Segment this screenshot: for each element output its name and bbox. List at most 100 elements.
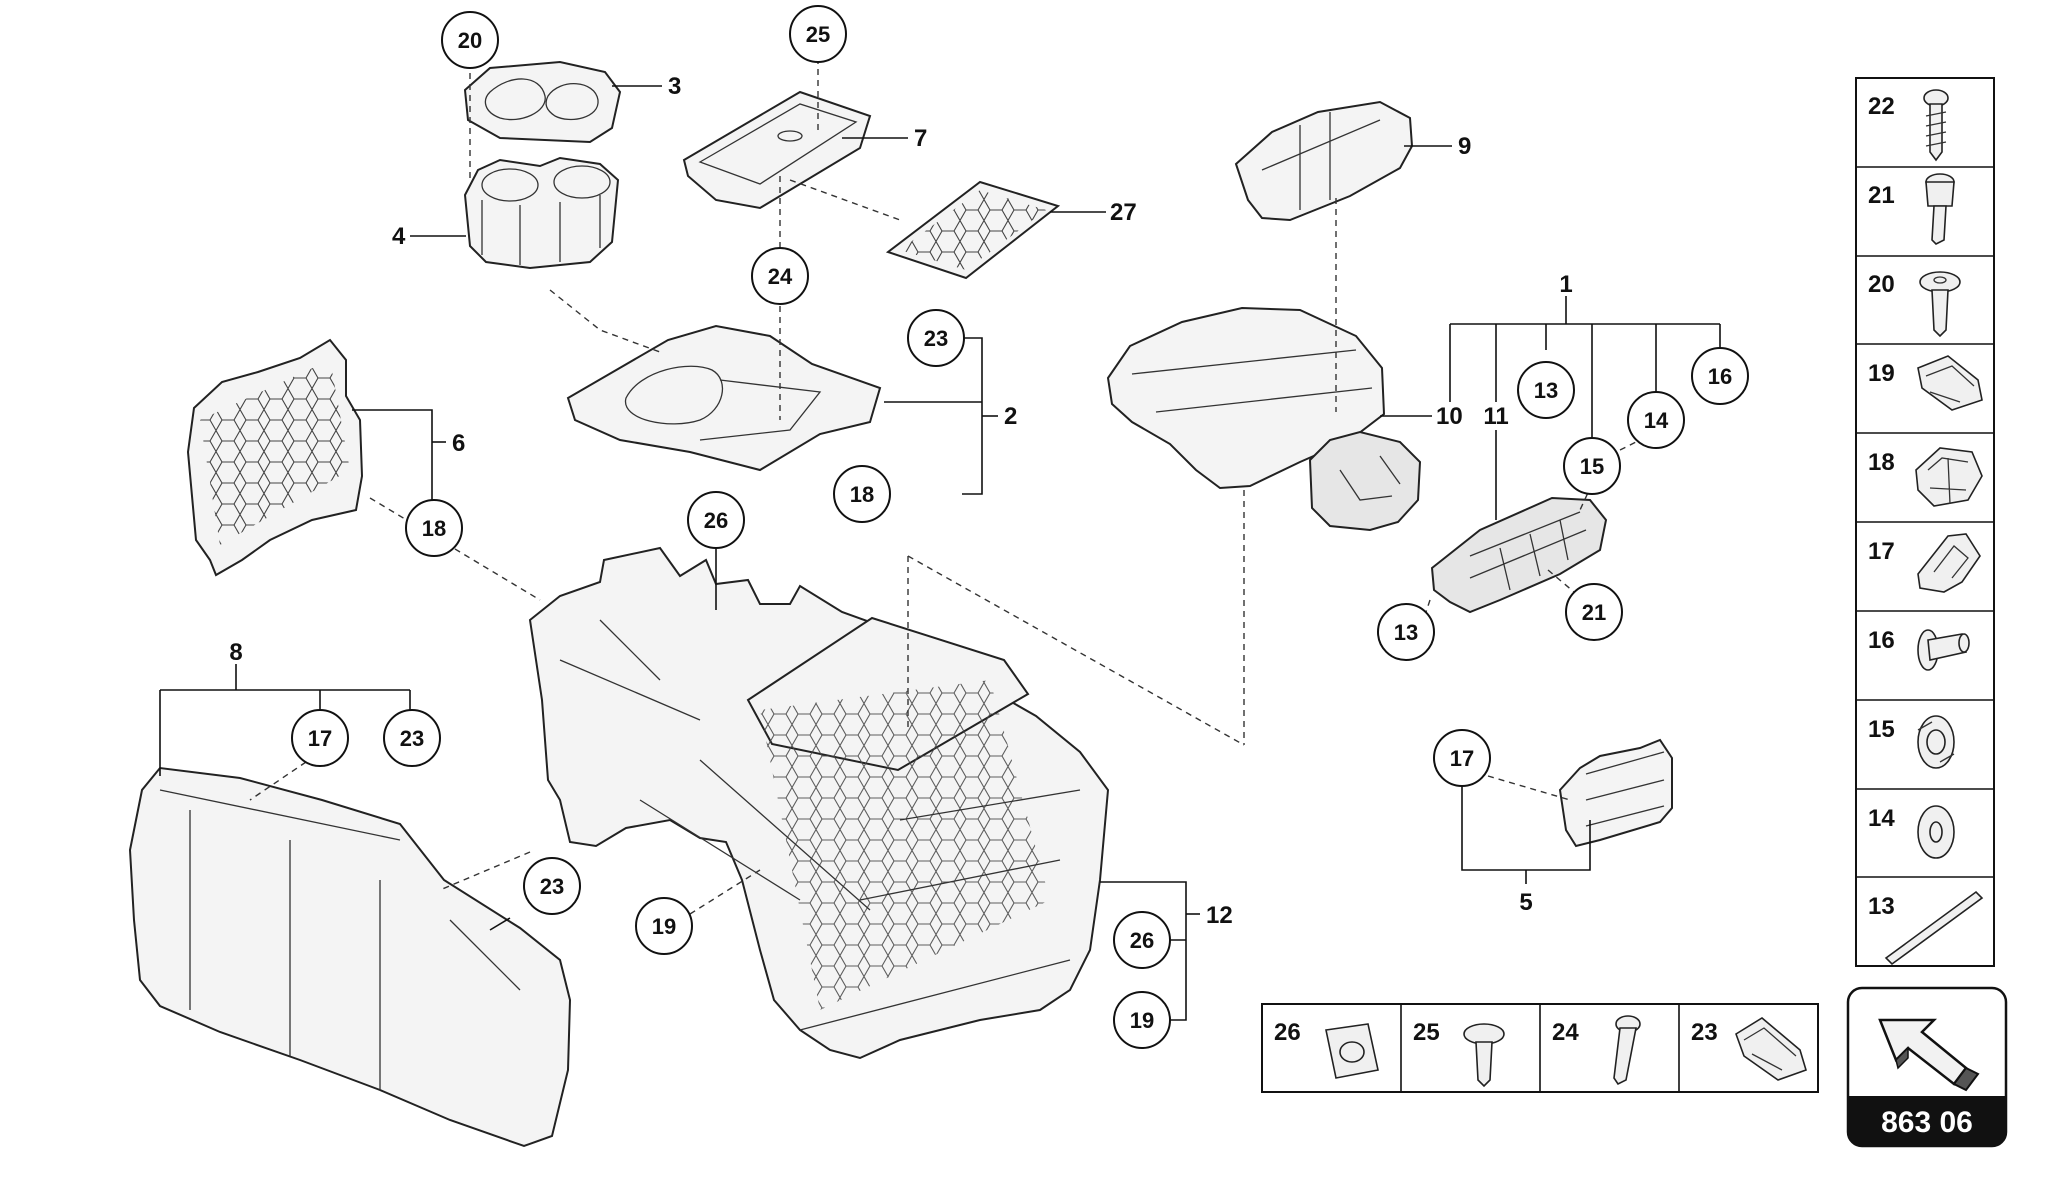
part-console-housing [528,546,1110,1060]
part-cupholder-insert [463,156,620,270]
label-1: 1 [1559,271,1572,298]
hardware-label-23: 23 [1691,1019,1718,1046]
callout-bubble-23: 23 [907,309,965,367]
part-cupholder-cover [463,60,622,144]
hardware-item-17: 17 [1868,533,1981,593]
hardware-item-21: 21 [1868,173,1955,245]
hardware-item-19: 19 [1868,355,1983,411]
callout-bubble-16: 16 [1691,347,1749,405]
label-12: 12 [1206,902,1233,929]
hardware-label-25: 25 [1413,1019,1440,1046]
callout-text-21: 21 [1582,600,1606,625]
label-27: 27 [1110,199,1137,226]
label-6: 6 [452,430,465,457]
callout-text-17: 17 [1450,746,1474,771]
callout-text-26: 26 [704,508,728,533]
diagram-code-box: 863 06 [1846,986,2008,1148]
callout-text-13: 13 [1534,378,1558,403]
callout-bubble-14: 14 [1627,391,1685,449]
callout-text-20: 20 [458,28,482,53]
callout-text-24: 24 [768,264,793,289]
hardware-label-15: 15 [1868,716,1895,743]
label-3: 3 [668,73,681,100]
label-2: 2 [1004,403,1017,430]
arrow-icon [1878,1018,1980,1092]
callout-text-23: 23 [924,326,948,351]
hardware-label-26: 26 [1274,1019,1301,1046]
part-side-grille [186,338,364,577]
callout-text-15: 15 [1580,454,1604,479]
callout-bubble-23: 23 [523,857,581,915]
part-armrest-lid [1106,306,1422,532]
hardware-label-22: 22 [1868,93,1895,120]
callout-text-19: 19 [1130,1008,1154,1033]
part-storage-tray [682,90,872,210]
callout-bubble-23: 23 [383,709,441,767]
callout-text-26: 26 [1130,928,1154,953]
part-number-labels: 1 2 3 4 5 6 7 8 9 10 11 12 27 [229,73,1572,929]
callout-bubble-15: 15 [1563,437,1621,495]
callout-text-18: 18 [850,482,874,507]
hardware-label-18: 18 [1868,449,1895,476]
part-bracket [1558,738,1673,848]
hardware-item-20: 20 [1868,271,1961,338]
hardware-label-16: 16 [1868,627,1895,654]
label-8: 8 [229,639,242,666]
callout-text-14: 14 [1644,408,1669,433]
label-7: 7 [914,125,927,152]
hardware-item-26: 26 [1274,1019,1379,1079]
callout-text-23: 23 [400,726,424,751]
callout-bubble-19: 19 [1113,991,1171,1049]
callout-bubble-24: 24 [751,247,809,305]
diagram-code: 863 06 [1881,1106,1973,1139]
hardware-item-15: 15 [1868,715,1955,769]
callout-text-17: 17 [308,726,332,751]
callout-bubble-25: 25 [789,5,847,63]
callout-bubble-17: 17 [1433,729,1491,787]
hardware-item-14: 14 [1868,805,1955,859]
callout-bubble-26: 26 [1113,911,1171,969]
part-armrest-pad [1234,100,1414,222]
label-9: 9 [1458,133,1471,160]
callout-bubble-26: 26 [687,491,745,549]
callout-bubble-20: 20 [441,11,499,69]
part-trim-panel [566,324,882,472]
hardware-item-18: 18 [1868,447,1983,507]
callout-bubble-21: 21 [1565,583,1623,641]
hardware-label-24: 24 [1552,1019,1579,1046]
hardware-label-17: 17 [1868,538,1895,565]
hardware-item-22: 22 [1868,89,1949,162]
part-mat [885,180,1061,280]
hardware-label-14: 14 [1868,805,1895,832]
hardware-label-19: 19 [1868,360,1895,387]
hardware-label-20: 20 [1868,271,1895,298]
hardware-label-21: 21 [1868,182,1895,209]
label-10: 10 [1436,403,1463,430]
label-4: 4 [392,223,406,250]
hardware-column: 22 21 20 19 18 17 [1855,77,1995,967]
hardware-item-23: 23 [1691,1017,1807,1081]
label-5: 5 [1519,889,1532,916]
label-11: 11 [1483,403,1508,430]
callout-text-19: 19 [652,914,676,939]
part-hinge-mechanism [1430,496,1608,614]
callout-bubble-19: 19 [635,897,693,955]
hardware-item-13: 13 [1868,890,1984,966]
hardware-item-16: 16 [1868,627,1970,671]
callout-bubble-13: 13 [1377,603,1435,661]
callout-text-18: 18 [422,516,446,541]
callout-bubble-18: 18 [405,499,463,557]
callout-text-25: 25 [806,22,830,47]
hardware-item-25: 25 [1413,1019,1505,1088]
callout-text-16: 16 [1708,364,1732,389]
part-side-trim [128,766,572,1148]
hardware-row: 26 25 24 23 [1261,1003,1819,1093]
callout-bubble-13: 13 [1517,361,1575,419]
hardware-item-24: 24 [1552,1015,1641,1086]
callout-bubble-18: 18 [833,465,891,523]
hardware-label-13: 13 [1868,893,1895,920]
callout-text-23: 23 [540,874,564,899]
callout-bubble-17: 17 [291,709,349,767]
callout-text-13: 13 [1394,620,1418,645]
